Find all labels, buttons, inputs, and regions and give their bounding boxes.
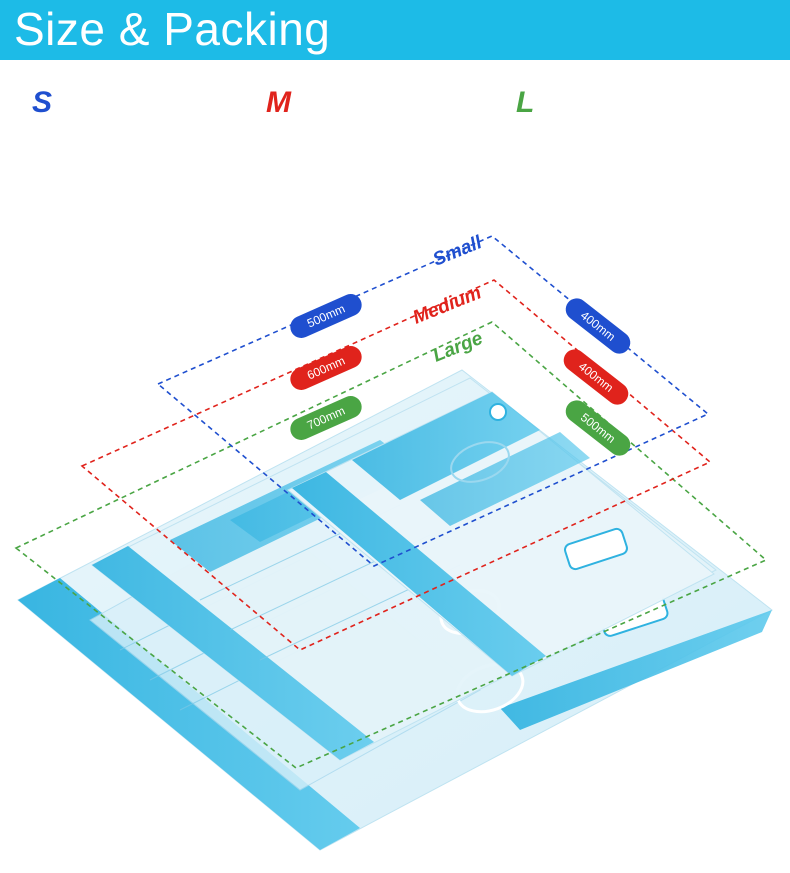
large-depth-pill: 500mm: [565, 400, 631, 456]
medium-depth-pill: 400mm: [563, 349, 629, 405]
medium-outline: [80, 279, 712, 651]
small-width-pill: 500mm: [290, 294, 362, 338]
header-banner: Size & Packing: [0, 0, 790, 60]
large-size-label: Large: [430, 328, 486, 367]
small-bag: [287, 391, 715, 677]
small-size-label: Small: [430, 232, 486, 271]
size-letter-m: M: [266, 86, 291, 119]
medium-size-label: Medium: [410, 282, 485, 328]
size-letter-l: L: [516, 86, 535, 119]
page-title: Size & Packing: [14, 3, 331, 55]
size-letter-s: S: [32, 86, 53, 119]
small-depth-pill: 400mm: [565, 298, 631, 354]
large-outline: [14, 321, 768, 769]
small-outline: [156, 235, 710, 567]
